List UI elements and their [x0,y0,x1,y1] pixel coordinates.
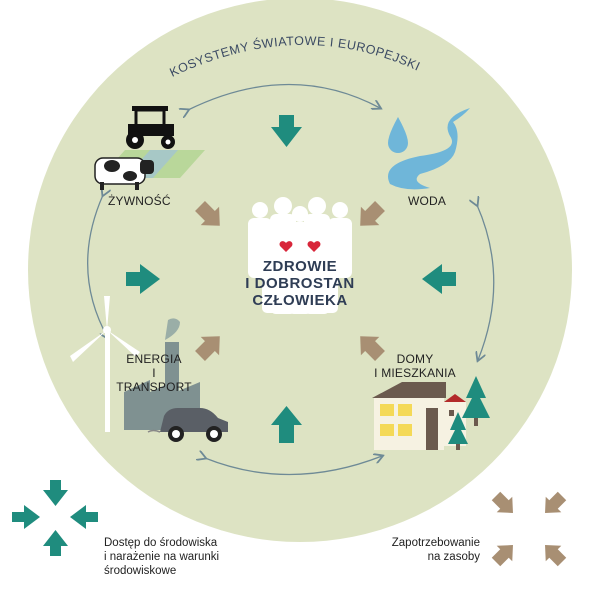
legend-access-line: środowiskowe [104,565,177,577]
connector-top [188,83,380,110]
connector-arcs [87,83,495,476]
tan-arrow-bottom-right [360,336,385,361]
tractor-icon [126,106,175,149]
teal-arrow-right [422,264,456,294]
node-label-food: ŻYWNOŚĆ [108,194,171,208]
teal-arrow-bottom [271,406,302,443]
tan-arrow-bottom-left [195,336,220,361]
connector-bottom [205,456,382,476]
heart-icon [307,241,321,252]
people-group-icon [248,197,352,314]
river-icon [388,108,470,190]
node-label-energy: ENERGIA I TRANSPORT [114,352,194,394]
legend-access-line: Dostęp do środowiska [104,537,218,549]
legend-demand-text: Zapotrzebowanie na zasoby [392,536,480,564]
legend-access-icon [12,480,98,556]
node-label-homes: DOMY I MIESZKANIA [360,352,470,380]
center-title-line: ZDROWIE [262,258,338,275]
node-label-energy-line: I TRANSPORT [116,366,192,394]
center-title: ZDROWIE I DOBROSTAN CZŁOWIEKA [200,258,400,309]
teal-arrow-top [271,115,302,147]
water-drop-icon [388,117,408,153]
node-label-water: WODA [408,194,447,208]
legend-demand-icon [491,491,567,567]
tan-arrow-top-left [195,201,220,226]
node-label-homes-line: I MIESZKANIA [374,366,456,380]
center-title-line: CZŁOWIEKA [252,292,348,309]
center-title-line: I DOBROSTAN [245,275,355,292]
node-label-energy-line: ENERGIA [126,352,182,366]
cow-icon [94,157,154,190]
teal-arrow-left [126,264,160,294]
tan-arrows [195,201,385,361]
legend-access-text: Dostęp do środowiska i narażenie na waru… [104,536,219,578]
connector-left [87,195,108,338]
connector-right [477,205,495,360]
heart-icon [279,241,293,252]
teal-arrows [126,115,456,443]
car-icon [147,408,228,442]
legend-access-line: i narażenie na warunki [104,551,220,563]
node-label-homes-line: DOMY [396,352,434,366]
wind-turbine-icon [70,296,140,432]
legend-demand-line: na zasoby [427,551,480,563]
tan-arrow-top-right [360,201,385,226]
tree-icon [448,376,490,450]
legend-demand-line: Zapotrzebowanie [391,537,480,549]
